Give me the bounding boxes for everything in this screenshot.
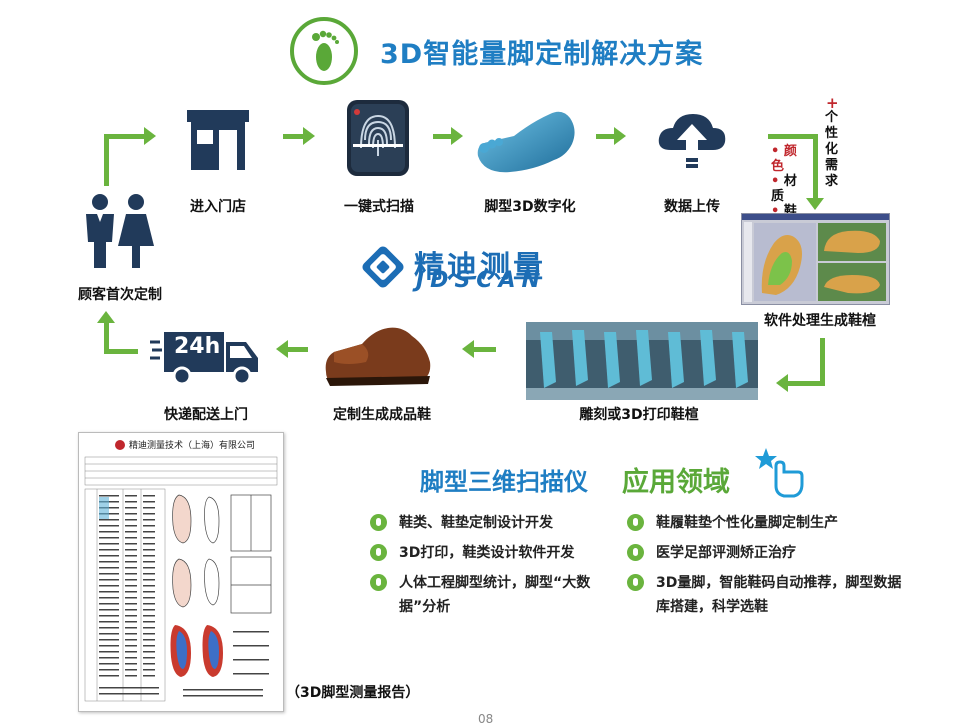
cloud-upload-icon (655, 110, 729, 176)
carving-machine-image (526, 322, 758, 400)
section-title-applications: 应用领域 (622, 467, 730, 498)
bullet-icon (627, 544, 644, 561)
flow-arrow-right (596, 134, 616, 139)
step-shoe-label: 定制生成成品鞋 (333, 407, 431, 423)
flow-arrow-down (820, 338, 825, 384)
flow-arrow-right (104, 134, 146, 139)
needs-item: • 颜色 (771, 144, 797, 174)
footprint-icon (290, 17, 358, 85)
application-item: 医学足部评测矫正治疗 (627, 541, 917, 565)
software-screenshot-image (741, 213, 890, 305)
arrow-head (276, 340, 288, 358)
flow-arrow-down (813, 134, 818, 200)
flow-arrow-left (472, 347, 496, 352)
arrow-head (462, 340, 474, 358)
flow-arrow-left (787, 381, 825, 386)
arrow-head (806, 198, 824, 210)
arrow-head (451, 127, 463, 145)
step-software-label: 软件处理生成鞋楦 (764, 313, 876, 329)
arrow-head (144, 127, 156, 145)
jdscan-logo-icon (362, 246, 404, 288)
step-carve-label: 雕刻或3D打印鞋楦 (579, 407, 699, 423)
touch-hand-icon (754, 444, 804, 504)
title-block: 3D智能量脚定制解决方案 (290, 14, 703, 88)
truck-24h-badge: 24h (174, 334, 221, 359)
step-upload-label: 数据上传 (664, 199, 720, 215)
brand-logo: 精迪测量 JDSCAN (360, 242, 560, 293)
bullet-icon (627, 574, 644, 591)
application-item: 人体工程脚型统计，脚型“大数据”分析 (370, 571, 600, 619)
leather-shoe-image (322, 322, 434, 392)
flow-arrow-up (104, 322, 109, 354)
needs-plus: + (826, 94, 839, 112)
report-company-name: 精迪测量技术（上海）有限公司 (129, 441, 256, 451)
step-store-label: 进入门店 (190, 199, 246, 215)
brand-name-cn: 精迪测量 (414, 250, 546, 285)
brand-name-en: JDSCAN (416, 268, 546, 293)
applications-right-list: 鞋履鞋垫个性化量脚定制生产 医学足部评测矫正治疗 3D量脚，智能鞋码自动推荐，脚… (627, 511, 917, 619)
section-title-scanner: 脚型三维扫描仪 (420, 468, 588, 496)
applications-left-list: 鞋类、鞋垫定制设计开发 3D打印，鞋类设计软件开发 人体工程脚型统计，脚型“大数… (370, 511, 600, 619)
flow-arrow-left (286, 347, 308, 352)
flow-arrow-right (283, 134, 305, 139)
flow-arrow-up (104, 136, 109, 186)
application-item: 鞋类、鞋垫定制设计开发 (370, 511, 600, 535)
bullet-icon (627, 514, 644, 531)
arrow-head (776, 374, 788, 392)
report-caption: （3D脚型测量报告） (286, 685, 420, 701)
bullet-icon (370, 544, 387, 561)
foot-measurement-report-thumbnail: 精迪测量技术（上海）有限公司 (78, 432, 284, 712)
flow-arrow-right (433, 134, 453, 139)
step-scan-label: 一键式扫描 (344, 199, 414, 215)
3d-foot-model-image (474, 104, 584, 184)
page-number: 08 (478, 712, 494, 726)
bullet-icon (370, 574, 387, 591)
arrow-head (614, 127, 626, 145)
report-table-graphic (83, 455, 279, 707)
store-icon (183, 108, 253, 174)
application-item: 3D打印，鞋类设计软件开发 (370, 541, 600, 565)
needs-label-vertical: 个性化需求 (825, 110, 839, 189)
fingerprint-scan-icon (345, 98, 411, 182)
application-item: 3D量脚，智能鞋码自动推荐，脚型数据库搭建，科学选鞋 (627, 571, 917, 619)
delivery-truck-icon: 24h (150, 328, 262, 386)
step-delivery-label: 快递配送上门 (164, 407, 248, 423)
report-logo-icon (115, 439, 125, 450)
page-title: 3D智能量脚定制解决方案 (380, 38, 704, 70)
report-header: 精迪测量技术（上海）有限公司 (79, 433, 283, 451)
flow-arrow-left (104, 349, 138, 354)
customer-couple-icon (80, 192, 156, 274)
step-customer-label: 顾客首次定制 (78, 287, 162, 303)
arrow-head (97, 311, 115, 323)
step-digitize-label: 脚型3D数字化 (484, 199, 576, 215)
application-item: 鞋履鞋垫个性化量脚定制生产 (627, 511, 917, 535)
bullet-icon (370, 514, 387, 531)
flow-arrow-right (768, 134, 818, 139)
arrow-head (303, 127, 315, 145)
needs-item: • 材质 (771, 174, 797, 204)
